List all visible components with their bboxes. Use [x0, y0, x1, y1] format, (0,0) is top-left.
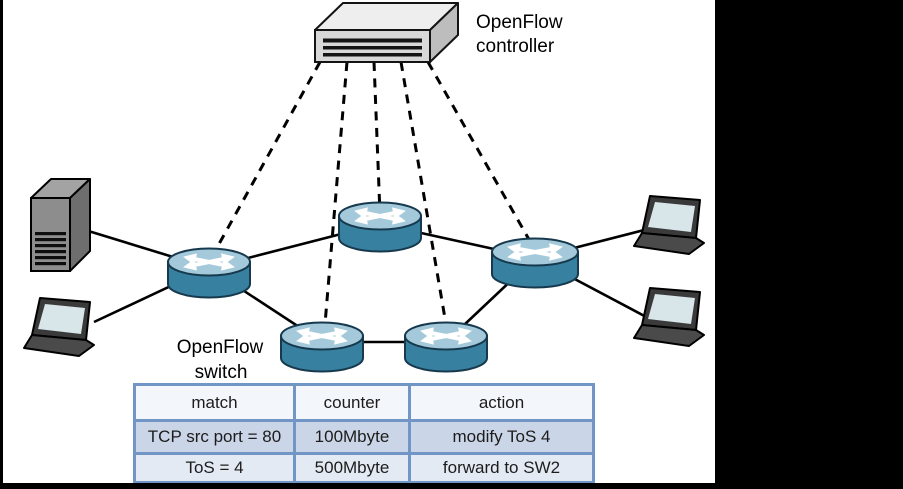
openflow-controller-icon [314, 2, 459, 63]
flow-table: match counter action TCP src port = 80 1… [133, 383, 595, 484]
flow-table-cell-match: ToS = 4 [133, 452, 296, 484]
router-arrows-icon [420, 327, 472, 345]
router-arrows-icon [507, 243, 563, 261]
flow-table-row: TCP src port = 80 100Mbyte modify ToS 4 [133, 419, 595, 455]
flow-table-row: ToS = 4 500Mbyte forward to SW2 [133, 452, 595, 484]
letterbox-left [0, 0, 3, 489]
control-link-sw2 [426, 61, 537, 251]
server-icon [30, 178, 91, 272]
controller-label-line1: OpenFlow [476, 12, 563, 33]
flow-table-header-counter: counter [293, 383, 411, 422]
flow-table-cell-action: forward to SW2 [408, 452, 595, 484]
router-arrows-icon [354, 207, 406, 225]
letterbox-bottom [0, 483, 903, 489]
flow-table-cell-counter: 100Mbyte [293, 419, 411, 455]
router-arrows-icon [183, 253, 235, 271]
control-link-sw-bl [322, 61, 349, 337]
switch-label-line2: switch [195, 362, 248, 383]
network-diagram: OpenFlow controller OpenFlow switch [23, 2, 705, 383]
flow-table-header-match: match [133, 383, 296, 422]
switch-label-line1: OpenFlow [177, 337, 264, 358]
flow-table-cell-counter: 500Mbyte [293, 452, 411, 484]
control-link-sw1 [207, 61, 322, 263]
flow-table-cell-match: TCP src port = 80 [133, 419, 296, 455]
openflow-switch-icon [338, 201, 422, 253]
control-link-sw-top [372, 61, 382, 215]
control-links [207, 61, 537, 337]
openflow-switch-icon [167, 247, 251, 299]
flow-table-cell-action: modify ToS 4 [408, 419, 595, 455]
laptop-icon [633, 287, 705, 347]
flow-table-header-action: action [408, 383, 595, 422]
openflow-switch-icon [280, 321, 364, 373]
letterbox-right [715, 0, 903, 489]
laptop-icon [23, 297, 95, 357]
controller-label-line2: controller [476, 36, 555, 57]
openflow-switch-icon [491, 237, 579, 289]
control-link-sw-br [399, 61, 450, 337]
laptop-icon [633, 195, 705, 255]
openflow-switch-icon [404, 321, 488, 373]
router-arrows-icon [296, 327, 348, 345]
flow-table-header-row: match counter action [133, 383, 595, 422]
